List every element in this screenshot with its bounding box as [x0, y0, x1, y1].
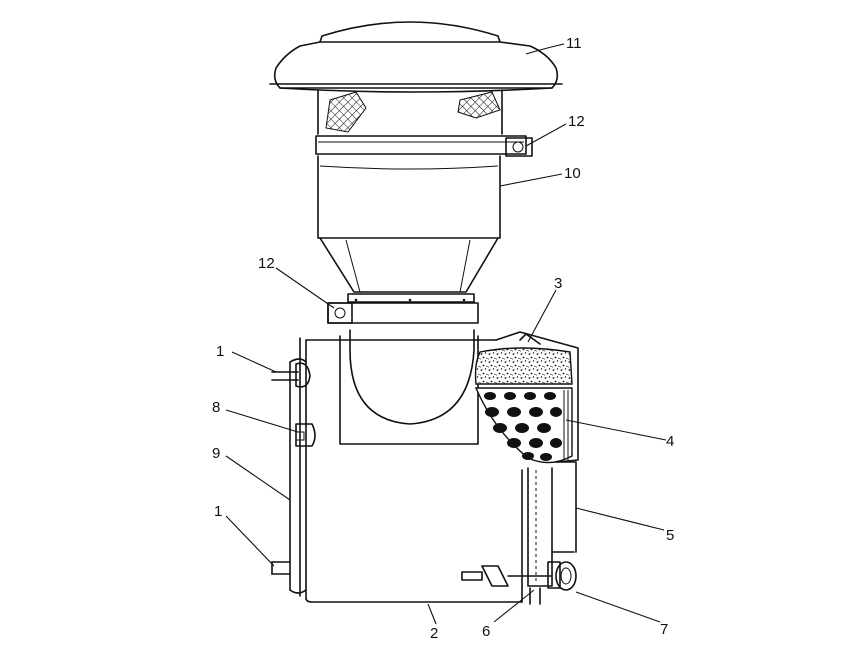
- callout-11: 11: [566, 35, 582, 52]
- callout-8: 8: [212, 399, 220, 416]
- upper-wing-nut: [271, 362, 311, 388]
- callout-1-upper: 1: [216, 343, 224, 360]
- callout-6: 6: [482, 623, 490, 640]
- callout-9: 9: [212, 445, 220, 462]
- lower-wing-nut: [271, 561, 291, 575]
- bottom-clamp: [461, 561, 577, 605]
- dust-cup-tube: [527, 461, 577, 587]
- callout-12-upper: 12: [568, 113, 585, 130]
- callout-3: 3: [554, 275, 562, 292]
- callout-2: 2: [430, 625, 438, 642]
- callout-labels: 11 12 10 12 3 1 8 9 4 1 5 2 6 7: [212, 35, 674, 642]
- lower-clamp: [327, 293, 479, 324]
- callout-7: 7: [660, 621, 668, 638]
- cutaway-section: [474, 331, 579, 464]
- precleaner-cap: [269, 21, 563, 93]
- precleaner-screen: [317, 89, 503, 135]
- latch: [295, 423, 316, 447]
- callout-1-lower: 1: [214, 503, 222, 520]
- callout-10: 10: [564, 165, 581, 182]
- upper-clamp: [315, 135, 533, 157]
- callout-5: 5: [666, 527, 674, 544]
- callout-4: 4: [666, 433, 674, 450]
- callout-12-lower: 12: [258, 255, 275, 272]
- leader-lines: [225, 43, 667, 625]
- side-cover: [289, 358, 307, 594]
- filter-housing: [317, 155, 501, 293]
